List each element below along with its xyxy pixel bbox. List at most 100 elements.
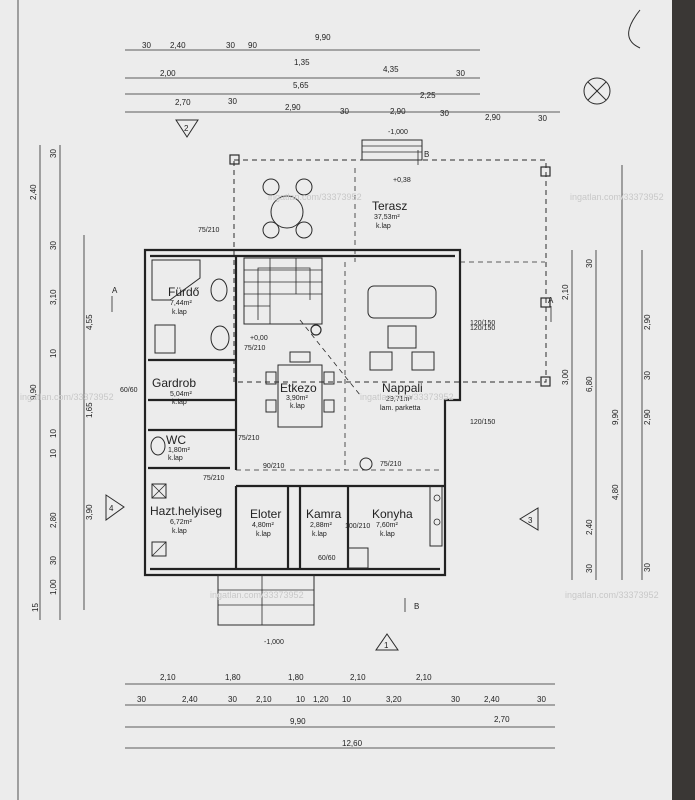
dim-bot-r1-4: 2,10	[350, 673, 366, 682]
desk-background	[672, 0, 695, 800]
watermark-3: ingatlan.com/33373952	[20, 392, 114, 402]
dim-bot-r1-2: 1,80	[225, 673, 241, 682]
dim-top-r3-3: 2,90	[285, 103, 301, 112]
room-labels: Terasz 37,53m² k.lap Fürdő 7,44m² k.lap …	[150, 199, 423, 538]
dim-left-1: 2,40	[29, 184, 38, 200]
level-entry-top: -1,000	[388, 129, 408, 136]
dim-left-mid-1: 4,55	[85, 314, 94, 330]
room-floor-kamra: k.lap	[312, 531, 327, 538]
dim-bot-r2-4: 2,10	[256, 695, 272, 704]
dim-right-2: 2,90	[643, 314, 652, 330]
level-entry-bottom: -1,000	[264, 639, 284, 646]
dim-top-r3-1: 2,70	[175, 98, 191, 107]
room-name-gardrob: Gardrob	[152, 376, 196, 390]
room-name-konyha: Konyha	[372, 507, 413, 521]
bottom-dimensions: 2,10 1,80 1,80 2,10 2,10 30 2,40 30 2,10…	[125, 673, 555, 749]
door-mark-11: 60/60	[120, 387, 138, 394]
dim-left-f: 30	[49, 556, 58, 565]
interior-walls	[148, 256, 445, 570]
door-mark-1: 75/210	[198, 227, 220, 234]
room-area-etkezo: 3,90m²	[286, 395, 308, 402]
dim-top-r2-1: 2,00	[160, 69, 176, 78]
room-floor-wc: k.lap	[168, 455, 183, 462]
dim-bot-r1-5: 2,10	[416, 673, 432, 682]
room-floor-konyha: k.lap	[380, 531, 395, 538]
svg-text:4: 4	[109, 504, 114, 513]
dim-bot-r2-8: 3,20	[386, 695, 402, 704]
dim-left-5: 1,00	[49, 579, 58, 595]
door-mark-10: 60/60	[318, 555, 336, 562]
dim-right-5: 30	[643, 563, 652, 572]
elevation-mark-top: 2	[175, 119, 199, 138]
dim-right-8: 2,40	[585, 519, 594, 535]
dim-left-g: 15	[31, 603, 40, 612]
room-name-etkezo: Etkezo	[280, 381, 317, 395]
dim-right-3: 30	[643, 371, 652, 380]
dim-right-7: 6,80	[585, 376, 594, 392]
watermark-6: ingatlan.com/33373952	[565, 590, 659, 600]
dim-bot-r2-2: 2,40	[182, 695, 198, 704]
dining-table-icon	[265, 351, 335, 428]
dim-left-2: 3,10	[49, 289, 58, 305]
room-area-konyha: 7,60m²	[376, 522, 398, 529]
dim-left-b: 30	[49, 241, 58, 250]
dim-top-r1-1: 30	[142, 41, 151, 50]
dim-left-e: 10	[49, 449, 58, 458]
room-area-furdo: 7,44m²	[170, 300, 192, 307]
dim-bot-r2-1: 30	[137, 695, 146, 704]
watermarks: ingatlan.com/33373952 ingatlan.com/33373…	[20, 192, 664, 600]
north-arrow-icon	[583, 77, 611, 105]
door-mark-6: 90/210	[263, 463, 285, 470]
dim-top-r1-7: 30	[456, 69, 465, 78]
room-area-kamra: 2,88m²	[310, 522, 332, 529]
dim-bot-r3-1: 9,90	[290, 717, 306, 726]
room-floor-etkezo: k.lap	[290, 403, 305, 410]
paper-sheet	[0, 0, 672, 800]
dim-left-mid-2: 3,90	[85, 504, 94, 520]
dim-top-r2-2: 5,65	[293, 81, 309, 90]
dim-top-r3-2: 30	[228, 97, 237, 106]
dim-top-r1-3: 30	[226, 41, 235, 50]
room-area-terasz: 37,53m²	[374, 214, 400, 221]
room-name-furdo: Fürdő	[168, 285, 200, 299]
svg-text:1: 1	[384, 641, 389, 650]
dim-bot-r2-6: 1,20	[313, 695, 329, 704]
svg-text:A: A	[548, 296, 554, 305]
elevation-mark-bottom: 1	[375, 633, 399, 651]
dim-left-d: 10	[49, 429, 58, 438]
top-dimensions: 9,90 30 2,40 30 90 1,35 4,35 30 2,00 5,6…	[125, 33, 560, 123]
wc-fixtures	[150, 436, 167, 557]
dim-left-total: 9,90	[29, 384, 38, 400]
dim-left-4: 2,80	[49, 512, 58, 528]
room-area-nappali: 29,71m²	[386, 396, 412, 403]
elevation-mark-left: 4	[105, 494, 125, 521]
watermark-5: ingatlan.com/33373952	[210, 590, 304, 600]
watermark-1: ingatlan.com/33373952	[268, 192, 362, 202]
dim-top-total: 9,90	[315, 33, 331, 42]
dim-bot-r1-1: 2,10	[160, 673, 176, 682]
dim-top-r1-2: 2,40	[170, 41, 186, 50]
door-mark-4: 75/210	[244, 345, 266, 352]
room-area-gardrob: 5,04m²	[170, 391, 192, 398]
room-name-haztartasi: Hazt.helyiseg	[150, 504, 222, 518]
exterior-walls	[143, 248, 462, 577]
dim-right-4: 2,90	[643, 409, 652, 425]
dim-bot-r1-3: 1,80	[288, 673, 304, 682]
dim-bot-total: 12,60	[342, 739, 363, 748]
dim-right-1: 2,10	[561, 284, 570, 300]
dim-right-10: 30	[585, 564, 594, 573]
section-b-marker: B B	[404, 150, 429, 612]
staircase	[243, 257, 323, 336]
watermark-2: ingatlan.com/33373952	[570, 192, 664, 202]
door-mark-8: 75/210	[203, 475, 225, 482]
room-area-haztartasi: 6,72m²	[170, 519, 192, 526]
door-mark-3: 120/150	[470, 419, 495, 426]
door-mark-2: 120/150	[470, 320, 495, 327]
door-mark-7: 75/210	[380, 461, 402, 468]
door-mark-9: 100/210	[345, 523, 370, 530]
svg-text:B: B	[424, 150, 429, 159]
section-a-marker: A A	[111, 286, 554, 322]
room-floor-nappali: lam. parketta	[380, 405, 421, 412]
room-name-nappali: Nappali	[382, 381, 423, 395]
dim-top-r3-6: 30	[440, 109, 449, 118]
